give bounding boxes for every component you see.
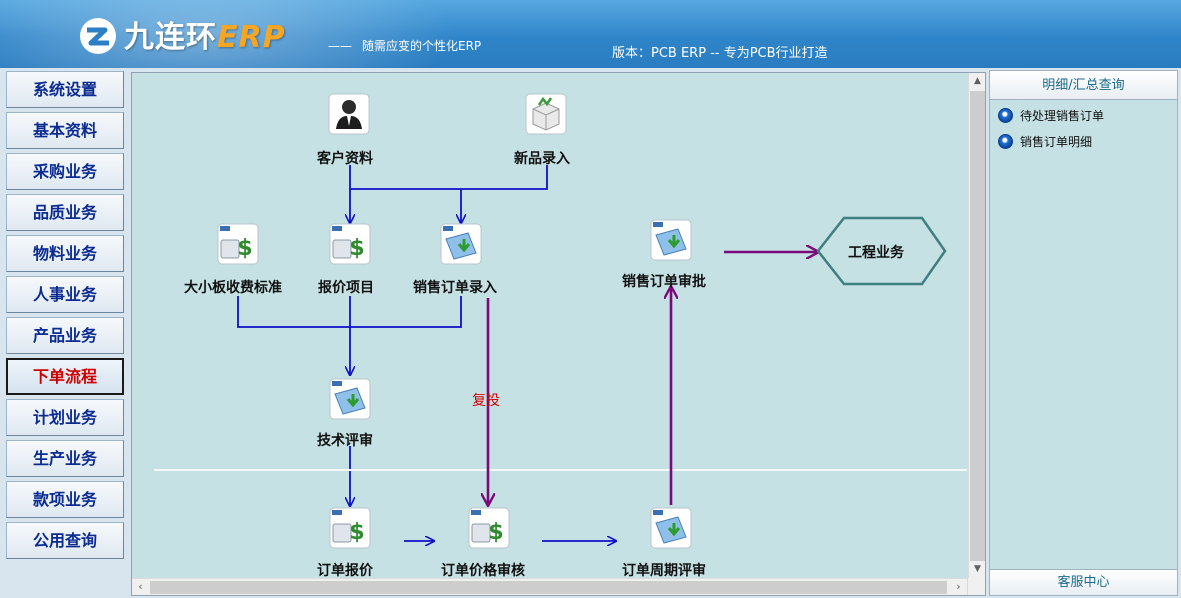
scroll-right-icon[interactable]: ›: [956, 580, 961, 593]
flow-connectors: [154, 165, 967, 578]
header-glow: [0, 0, 460, 68]
scroll-corner: [968, 578, 985, 595]
detail-summary-header[interactable]: 明细/汇总查询: [990, 71, 1177, 100]
nav-item-materials[interactable]: 物料业务: [6, 235, 124, 272]
engineering-hexagon: [816, 216, 947, 286]
version-text: 版本：PCB ERP -- 专为PCB行业打造: [612, 46, 828, 61]
nav-item-planning[interactable]: 计划业务: [6, 399, 124, 436]
slogan: ——随需应变的个性化ERP: [328, 39, 482, 53]
node-label-price-audit[interactable]: 订单价格审核: [441, 563, 525, 579]
tech-review-icon[interactable]: [329, 378, 371, 420]
logo-erp: ERP: [217, 20, 286, 55]
customer-icon[interactable]: [328, 93, 370, 135]
cycle-review-icon[interactable]: [650, 507, 692, 549]
node-label-customer[interactable]: 客户资料: [317, 151, 373, 167]
engineering-label[interactable]: 工程业务: [848, 245, 904, 261]
customer-service-button[interactable]: 客服中心: [990, 569, 1177, 595]
quote-item-icon[interactable]: $: [329, 223, 371, 265]
svg-text:$: $: [349, 520, 364, 545]
nav-item-products[interactable]: 产品业务: [6, 317, 124, 354]
horizontal-scrollbar[interactable]: ‹ ›: [132, 578, 967, 595]
nav-item-hr[interactable]: 人事业务: [6, 276, 124, 313]
node-label-new-product[interactable]: 新品录入: [514, 151, 570, 167]
node-label-cycle-review[interactable]: 订单周期评审: [622, 563, 706, 579]
scroll-up-icon[interactable]: ▲: [974, 76, 981, 86]
node-label-quote-item[interactable]: 报价项目: [318, 280, 374, 296]
right-panel: 明细/汇总查询 待处理销售订单 销售订单明细 客服中心: [989, 70, 1178, 596]
node-label-order-quote[interactable]: 订单报价: [317, 563, 373, 579]
bullet-icon: [998, 108, 1013, 123]
rework-label: 复投: [472, 393, 500, 409]
vertical-scroll-thumb[interactable]: [970, 91, 985, 561]
new-product-icon[interactable]: [525, 93, 567, 135]
node-label-sales-entry[interactable]: 销售订单录入: [413, 280, 497, 296]
node-label-tech-review[interactable]: 技术评审: [317, 433, 373, 449]
nav-item-order-flow[interactable]: 下单流程: [6, 358, 124, 395]
svg-text:$: $: [237, 236, 252, 261]
logo-name: 九连环ERP: [124, 20, 286, 55]
scroll-down-icon[interactable]: ▼: [974, 564, 981, 574]
board-fee-icon[interactable]: $: [217, 223, 259, 265]
nav-item-system-settings[interactable]: 系统设置: [6, 71, 124, 108]
nav-item-quality[interactable]: 品质业务: [6, 194, 124, 231]
sales-approval-icon[interactable]: [650, 219, 692, 261]
left-nav: 系统设置 基本资料 采购业务 品质业务 物料业务 人事业务 产品业务 下单流程 …: [0, 68, 131, 598]
node-label-sales-approval[interactable]: 销售订单审批: [622, 274, 706, 290]
sales-order-details-link[interactable]: 销售订单明细: [998, 133, 1092, 151]
order-quote-icon[interactable]: $: [329, 507, 371, 549]
nav-item-public-query[interactable]: 公用查询: [6, 522, 124, 559]
price-audit-icon[interactable]: $: [468, 507, 510, 549]
flow-canvas: $ $ $: [131, 72, 986, 596]
app-header: 九连环ERP ——随需应变的个性化ERP 版本：PCB ERP -- 专为PCB…: [0, 0, 1181, 68]
node-label-board-fee[interactable]: 大小板收费标准: [184, 280, 282, 296]
bullet-icon: [998, 134, 1013, 149]
svg-text:$: $: [349, 236, 364, 261]
nav-item-payments[interactable]: 款项业务: [6, 481, 124, 518]
scroll-left-icon[interactable]: ‹: [138, 580, 143, 593]
logo-icon: [80, 18, 116, 54]
horizontal-scroll-thumb[interactable]: [150, 581, 947, 594]
vertical-scrollbar[interactable]: ▲ ▼: [968, 73, 985, 578]
order-flow-diagram: $ $ $: [132, 73, 967, 579]
sales-entry-icon[interactable]: [440, 223, 482, 265]
nav-item-production[interactable]: 生产业务: [6, 440, 124, 477]
nav-item-purchasing[interactable]: 采购业务: [6, 153, 124, 190]
nav-item-basic-data[interactable]: 基本资料: [6, 112, 124, 149]
pending-sales-orders-link[interactable]: 待处理销售订单: [998, 107, 1104, 125]
svg-text:$: $: [488, 520, 503, 545]
